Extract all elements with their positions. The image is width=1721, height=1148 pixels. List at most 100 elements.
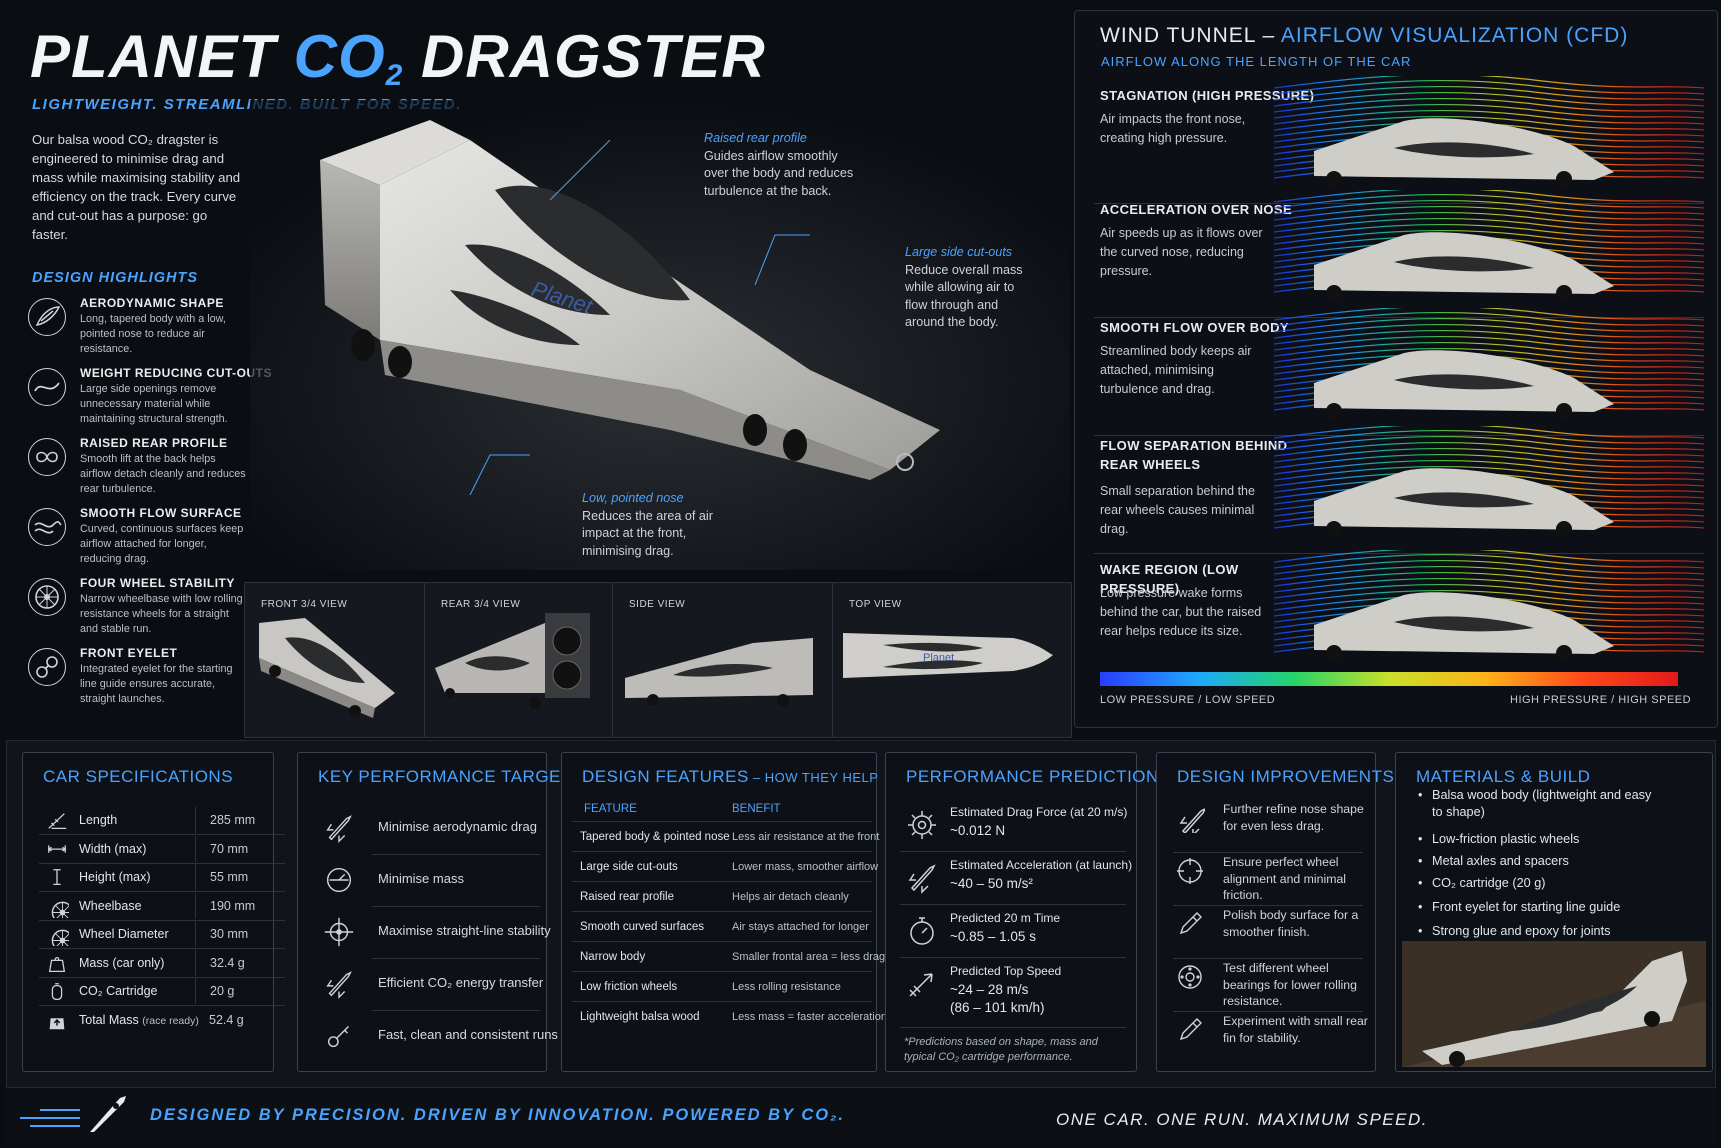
design-highlights-title: DESIGN HIGHLIGHTS <box>32 270 199 286</box>
feature-row: Low friction wheels Less rolling resista… <box>572 971 872 1001</box>
wheel-icon <box>51 929 74 952</box>
width-icon <box>47 844 67 853</box>
highlight-desc: Integrated eyelet for the starting line … <box>80 663 233 705</box>
highlight-title: AERODYNAMIC SHAPE <box>80 296 224 310</box>
cfd-streamlines <box>1274 76 1704 187</box>
key-target-icon-wrap <box>322 863 356 897</box>
cfd-row-title: FLOW SEPARATION BEHIND REAR WHEELS <box>1100 438 1288 472</box>
spec-label: Wheel Diameter <box>79 927 169 941</box>
spec-label: Width (max) <box>79 841 147 856</box>
feature-row: Lightweight balsa wood Less mass = faste… <box>572 1001 887 1031</box>
spec-row: Mass (car only) 32.4 g <box>39 949 285 978</box>
spec-icon-wrap <box>45 810 69 832</box>
prediction-item: Estimated Drag Force (at 20 m/s) ~0.012 … <box>900 799 1127 852</box>
view-top: TOP VIEW Planet <box>833 583 1071 737</box>
feature-name: Narrow body <box>580 951 646 963</box>
rocket-icon <box>326 971 352 999</box>
cfd-row-desc: Streamlined body keeps air attached, min… <box>1100 344 1252 396</box>
top-view-brand: Planet <box>923 652 954 664</box>
key-target-icon-wrap <box>322 811 356 845</box>
highlight-title: SMOOTH FLOW SURFACE <box>80 506 242 520</box>
spec-label: Height (max) <box>79 870 151 884</box>
prediction-icon-wrap <box>904 966 940 1002</box>
spec-label: CO₂ Cartridge <box>79 984 158 998</box>
highlight-item: SMOOTH FLOW SURFACE Curved, continuous s… <box>28 506 248 572</box>
prediction-item: Predicted 20 m Time ~0.85 – 1.05 s <box>900 905 1126 958</box>
wave-icon <box>34 521 62 534</box>
rocket-icon <box>326 815 352 843</box>
cfd-row: WAKE REGION (LOW PRESSURE) Low pressure … <box>1094 550 1704 678</box>
feature-row: Raised rear profile Helps air detach cle… <box>572 881 872 911</box>
key-targets-panel: KEY PERFORMANCE TARGETS Minimise aerodyn… <box>297 752 583 1072</box>
gear-icon <box>908 811 936 839</box>
divider <box>372 1010 540 1011</box>
spec-row: Wheel Diameter 30 mm <box>39 921 285 952</box>
feature-row: Tapered body & pointed nose Less air res… <box>572 821 879 851</box>
prediction-label: Predicted Top Speed <box>950 964 1062 978</box>
legend-high: HIGH PRESSURE / HIGH SPEED <box>1510 694 1692 706</box>
prediction-icon-wrap <box>904 860 940 896</box>
key-target-icon-wrap <box>322 967 356 1001</box>
prediction-value: ~0.012 N <box>950 823 1006 838</box>
feature-benefit: Smaller frontal area = less drag <box>732 951 886 963</box>
spec-icon-wrap <box>45 924 74 952</box>
intro-text: Our balsa wood CO₂ dragster is engineere… <box>32 132 241 242</box>
highlight-item: AERODYNAMIC SHAPE Long, tapered body wit… <box>28 296 248 362</box>
cfd-row-title: ACCELERATION OVER NOSE <box>1100 202 1293 217</box>
improvement-icon-wrap <box>1175 962 1205 992</box>
ruler-icon <box>48 813 67 829</box>
view-image <box>625 638 813 706</box>
cfd-row-title: WAKE REGION (LOW PRESSURE) <box>1100 562 1239 596</box>
highlight-icon-wrap <box>28 648 66 686</box>
spec-icon-wrap <box>45 896 74 923</box>
material-item: Metal axles and spacers <box>1418 853 1658 870</box>
feature-name: Raised rear profile <box>580 891 674 903</box>
key-target-item: Maximise straight-line stability <box>314 907 551 959</box>
spec-row: Height (max) 55 mm <box>39 864 285 892</box>
col-benefit: BENEFIT <box>732 803 781 815</box>
spec-label-small: (race ready) <box>142 1014 199 1027</box>
rocket-icon <box>1179 807 1207 837</box>
wind-tunnel-subtitle: AIRFLOW ALONG THE LENGTH OF THE CAR <box>1101 54 1412 69</box>
design-features-panel: DESIGN FEATURES – HOW THEY HELP FEATURE … <box>561 752 887 1072</box>
prediction-label: Predicted 20 m Time <box>950 911 1061 925</box>
highlight-title: FRONT EYELET <box>80 646 178 660</box>
key-target-item: Minimise mass <box>314 855 540 907</box>
prediction-value: ~40 – 50 m/s² <box>950 876 1033 891</box>
loop-icon <box>36 451 58 463</box>
improvement-text: Experiment with small rear fin for stabi… <box>1223 1014 1368 1045</box>
improvement-icon-wrap <box>1175 909 1205 939</box>
height-icon <box>53 869 61 886</box>
curve-icon <box>34 382 60 392</box>
materials-car-photo <box>1402 941 1706 1067</box>
improvement-icon-wrap <box>1175 856 1205 886</box>
cfd-row: SMOOTH FLOW OVER BODY Streamlined body k… <box>1094 308 1704 436</box>
improvements-panel: DESIGN IMPROVEMENTS Further refine nose … <box>1156 752 1394 1072</box>
spec-row: Length 285 mm <box>39 807 285 835</box>
performance-note: *Predictions based on shape, mass and ty… <box>904 1036 1098 1063</box>
jet-icon <box>909 973 933 997</box>
improvement-text: Test different wheel bearings for lower … <box>1223 961 1357 1008</box>
key-target-item: Efficient CO₂ energy transfer <box>314 959 543 1011</box>
footer-slogan-left: DESIGNED BY PRECISION. DRIVEN BY INNOVAT… <box>150 1106 846 1124</box>
feature-name: Smooth curved surfaces <box>580 921 705 933</box>
highlight-title: WEIGHT REDUCING CUT-OUTS <box>80 366 272 380</box>
prediction-value: ~0.85 – 1.05 s <box>950 929 1036 944</box>
pencil-icon <box>1179 912 1202 935</box>
feature-name: Lightweight balsa wood <box>580 1011 700 1023</box>
hero-car-image: Planet <box>250 100 1070 570</box>
highlight-item: RAISED REAR PROFILE Smooth lift at the b… <box>28 436 248 502</box>
cfd-row-desc: Air speeds up as it flows over the curve… <box>1100 226 1263 278</box>
key-target-label: Fast, clean and consistent runs <box>378 1027 558 1042</box>
spec-value: 52.4 g <box>209 1012 244 1027</box>
weight-icon <box>48 956 66 972</box>
pressure-gradient-bar <box>1100 672 1678 686</box>
spec-icon-wrap <box>45 867 69 889</box>
key-icon <box>327 1026 349 1048</box>
highlight-icon-wrap <box>28 298 66 336</box>
footer-slogan-right: ONE CAR. ONE RUN. MAXIMUM SPEED. <box>1056 1110 1428 1129</box>
performance-panel: PERFORMANCE PREDICTION Estimated Drag Fo… <box>885 752 1158 1072</box>
improvements-title: DESIGN IMPROVEMENTS <box>1177 767 1395 786</box>
